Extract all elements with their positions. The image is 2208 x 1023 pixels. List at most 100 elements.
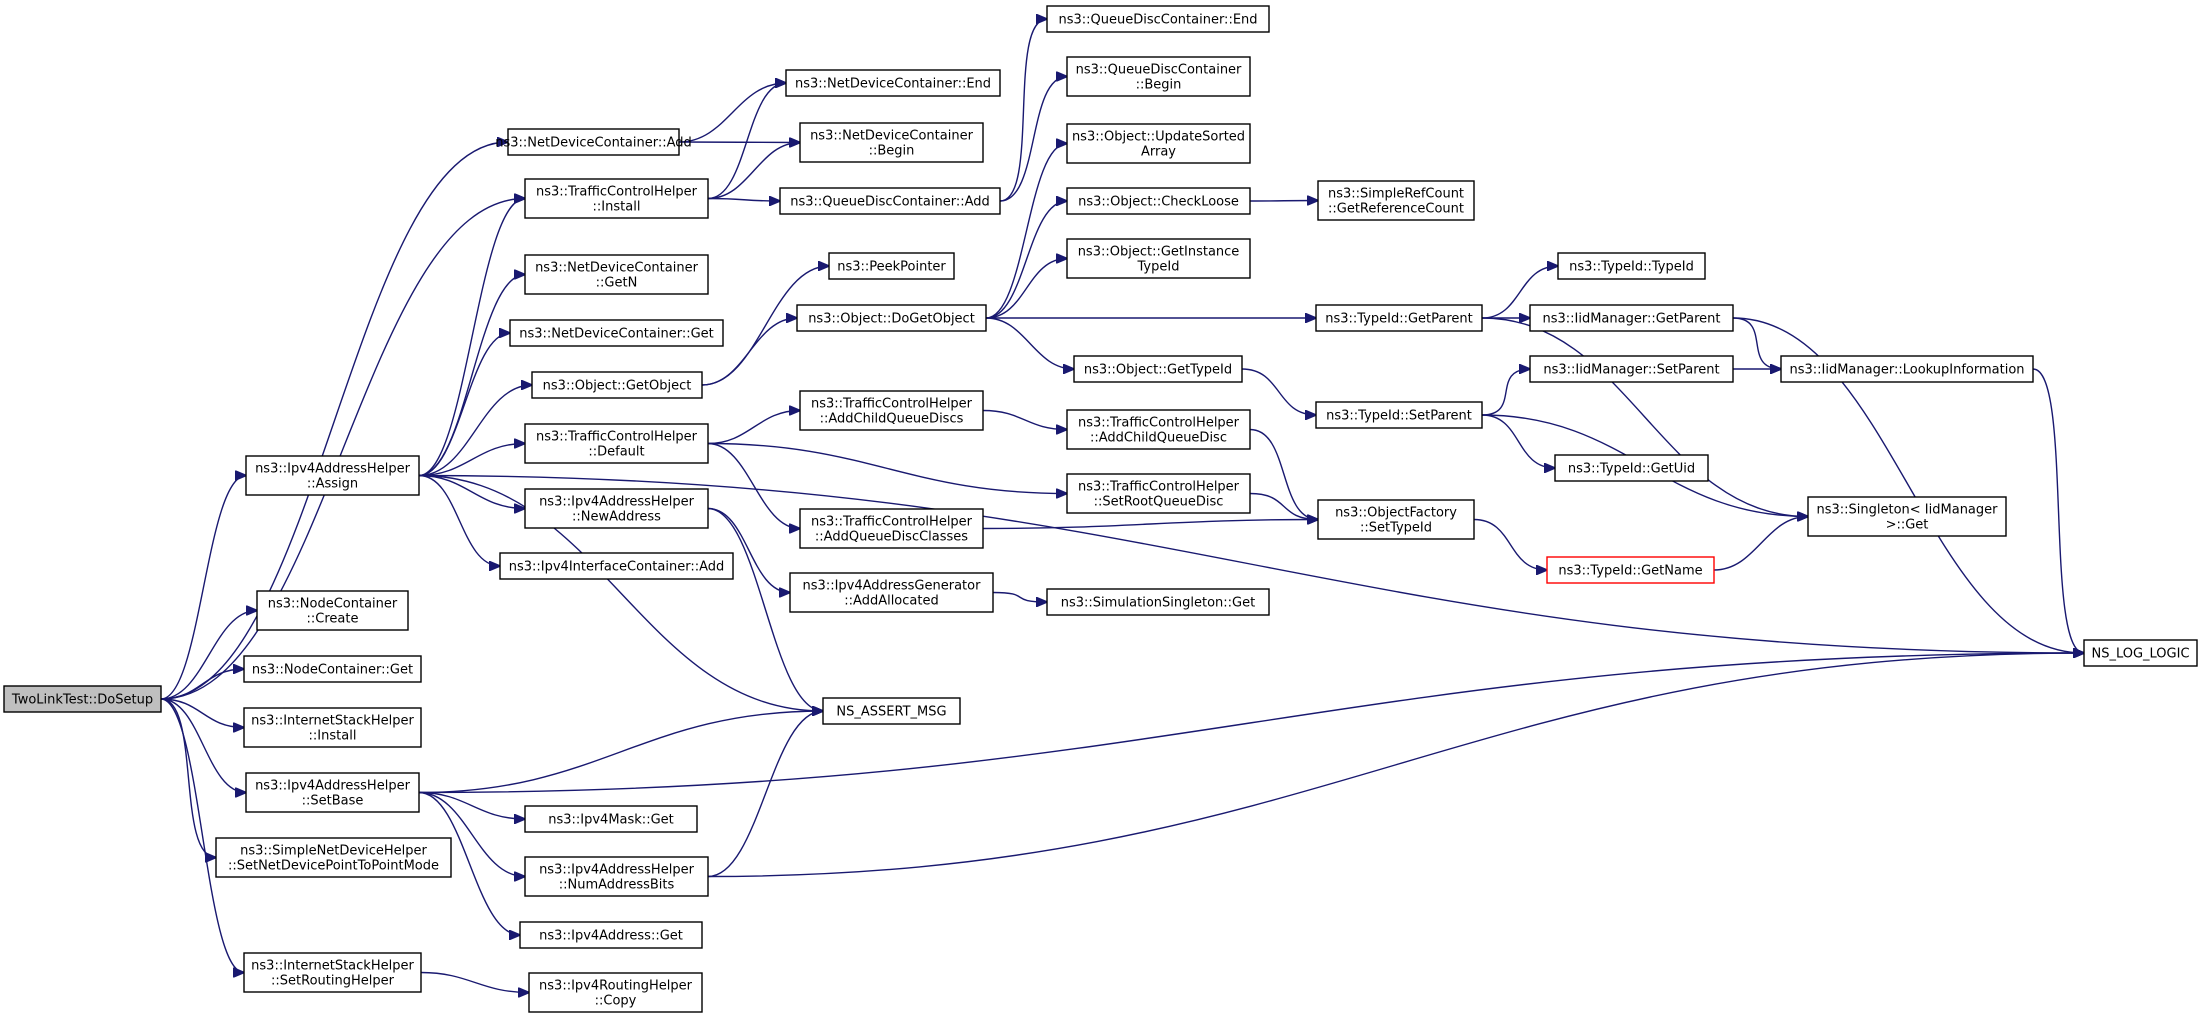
edge-root-to-nc-create	[160, 611, 257, 700]
node-label-ipv4mask-get: ns3::Ipv4Mask::Get	[548, 813, 674, 828]
node-ndc-getn[interactable]: ns3::NetDeviceContainer::GetN	[524, 254, 709, 295]
node-box-ipv4ah-newaddress	[524, 488, 709, 529]
node-label-typeid-getuid: ns3::TypeId::GetUid	[1568, 462, 1695, 477]
node-label-ipv4ah-setbase: ns3::Ipv4AddressHelper	[255, 779, 411, 794]
edge-qdc-add-to-qdc-begin	[999, 77, 1067, 202]
node-label-ndc-begin: ::Begin	[869, 144, 915, 159]
node-qdc-begin[interactable]: ns3::QueueDiscContainer::Begin	[1066, 56, 1251, 97]
node-box-ipv4ah-numbits	[524, 856, 709, 897]
node-tch-addchildqds[interactable]: ns3::TrafficControlHelper::AddChildQueue…	[799, 390, 984, 431]
node-label-singleton-get: >::Get	[1886, 518, 1929, 533]
node-label-ndc-end: ns3::NetDeviceContainer::End	[795, 77, 991, 92]
node-label-typeid-setparent: ns3::TypeId::SetParent	[1326, 409, 1472, 424]
node-typeid-getparent[interactable]: ns3::TypeId::GetParent	[1315, 304, 1483, 332]
node-ish-install[interactable]: ns3::InternetStackHelper::Install	[243, 707, 422, 748]
node-simsingleton-get[interactable]: ns3::SimulationSingleton::Get	[1046, 588, 1270, 616]
node-box-tch-addqdclasses	[799, 508, 984, 549]
node-ns-log-logic[interactable]: NS_LOG_LOGIC	[2083, 639, 2198, 667]
node-typeid-typeid[interactable]: ns3::TypeId::TypeId	[1557, 252, 1706, 280]
node-label-ndc-add: ns3::NetDeviceContainer::Add	[495, 136, 692, 151]
node-ipv4mask-get[interactable]: ns3::Ipv4Mask::Get	[524, 805, 698, 833]
node-qdc-end[interactable]: ns3::QueueDiscContainer::End	[1046, 5, 1270, 33]
edge-tch-addchildqds-to-tch-addchildqd	[982, 409, 1067, 430]
node-ipv4rh-copy[interactable]: ns3::Ipv4RoutingHelper::Copy	[528, 972, 703, 1013]
node-obj-gettypeid[interactable]: ns3::Object::GetTypeId	[1073, 355, 1243, 383]
node-qdc-add[interactable]: ns3::QueueDiscContainer::Add	[779, 187, 1001, 215]
node-box-iid-getparent	[1529, 304, 1734, 332]
node-label-ish-setrouting: ::SetRoutingHelper	[271, 974, 395, 989]
node-ipv4ah-setbase[interactable]: ns3::Ipv4AddressHelper::SetBase	[245, 772, 420, 813]
node-label-tch-addqdclasses: ns3::TrafficControlHelper	[811, 515, 973, 530]
edge-root-to-ndc-add	[160, 142, 508, 700]
node-ndc-add[interactable]: ns3::NetDeviceContainer::Add	[495, 128, 692, 156]
node-box-ndc-getn	[524, 254, 709, 295]
node-label-ipv4ah-newaddress: ::NewAddress	[572, 510, 661, 525]
node-nc-create[interactable]: ns3::NodeContainer::Create	[256, 590, 409, 631]
edge-ish-setrouting-to-ipv4rh-copy	[420, 971, 529, 993]
node-box-sndh-setp2p	[215, 837, 452, 878]
node-label-typeid-getparent: ns3::TypeId::GetParent	[1325, 312, 1473, 327]
node-box-ipv4ah-assign	[245, 455, 420, 496]
node-singleton-get[interactable]: ns3::Singleton< IidManager >::Get	[1807, 496, 2007, 537]
edge-tch-install-to-ndc-end	[707, 83, 786, 200]
node-ndc-begin[interactable]: ns3::NetDeviceContainer::Begin	[799, 122, 984, 163]
edge-obj-dogetobject-to-obj-gettypeid	[985, 317, 1074, 369]
node-tch-addqdclasses[interactable]: ns3::TrafficControlHelper::AddQueueDiscC…	[799, 508, 984, 549]
node-ipv4ah-newaddress[interactable]: ns3::Ipv4AddressHelper::NewAddress	[524, 488, 709, 529]
node-label-tch-setroot: ::SetRootQueueDisc	[1094, 495, 1224, 510]
node-ipv4ag-addallocated[interactable]: ns3::Ipv4AddressGenerator::AddAllocated	[789, 572, 994, 613]
node-box-ish-setrouting	[243, 952, 422, 993]
node-box-typeid-getname	[1546, 556, 1715, 584]
node-typeid-setparent[interactable]: ns3::TypeId::SetParent	[1315, 401, 1483, 429]
node-tch-default[interactable]: ns3::TrafficControlHelper::Default	[524, 423, 709, 464]
node-root[interactable]: TwoLinkTest::DoSetup	[3, 685, 162, 713]
node-peekpointer[interactable]: ns3::PeekPointer	[828, 252, 955, 280]
node-iid-setparent[interactable]: ns3::IidManager::SetParent	[1529, 355, 1734, 383]
node-obj-checkloose[interactable]: ns3::Object::CheckLoose	[1066, 187, 1251, 215]
node-box-peekpointer	[828, 252, 955, 280]
node-box-typeid-setparent	[1315, 401, 1483, 429]
node-label-sndh-setp2p: ::SetNetDevicePointToPointMode	[228, 859, 439, 874]
node-label-ipv4ah-setbase: ::SetBase	[302, 794, 364, 809]
node-typeid-getuid[interactable]: ns3::TypeId::GetUid	[1554, 454, 1709, 482]
node-tch-install[interactable]: ns3::TrafficControlHelper::Install	[524, 178, 709, 219]
node-iid-lookup[interactable]: ns3::IidManager::LookupInformation	[1780, 355, 2034, 383]
node-tch-addchildqd[interactable]: ns3::TrafficControlHelper::AddChildQueue…	[1066, 409, 1251, 450]
node-label-obj-checkloose: ns3::Object::CheckLoose	[1078, 195, 1239, 210]
node-box-obj-gettypeid	[1073, 355, 1243, 383]
node-nc-get[interactable]: ns3::NodeContainer::Get	[243, 655, 422, 683]
node-simplerefcount[interactable]: ns3::SimpleRefCount::GetReferenceCount	[1317, 180, 1475, 221]
node-ipv4ah-assign[interactable]: ns3::Ipv4AddressHelper::Assign	[245, 455, 420, 496]
node-label-ndc-get: ns3::NetDeviceContainer::Get	[519, 327, 714, 342]
node-objfactory-settypeid[interactable]: ns3::ObjectFactory::SetTypeId	[1317, 499, 1475, 540]
node-ndc-get[interactable]: ns3::NetDeviceContainer::Get	[509, 319, 724, 347]
node-label-tch-addchildqds: ::AddChildQueueDiscs	[820, 412, 964, 427]
node-box-typeid-getuid	[1554, 454, 1709, 482]
node-ndc-end[interactable]: ns3::NetDeviceContainer::End	[785, 69, 1001, 97]
node-box-qdc-end	[1046, 5, 1270, 33]
node-obj-dogetobject[interactable]: ns3::Object::DoGetObject	[796, 304, 987, 332]
node-box-objfactory-settypeid	[1317, 499, 1475, 540]
node-label-obj-dogetobject: ns3::Object::DoGetObject	[808, 312, 975, 327]
node-ipv4ah-numbits[interactable]: ns3::Ipv4AddressHelper::NumAddressBits	[524, 856, 709, 897]
node-label-ipv4ic-add: ns3::Ipv4InterfaceContainer::Add	[509, 560, 725, 575]
edge-objfactory-settypeid-to-typeid-getname	[1473, 518, 1547, 571]
node-ipv4ic-add[interactable]: ns3::Ipv4InterfaceContainer::Add	[499, 552, 734, 580]
node-ipv4addr-get[interactable]: ns3::Ipv4Address::Get	[519, 921, 703, 949]
node-sndh-setp2p[interactable]: ns3::SimpleNetDeviceHelper::SetNetDevice…	[215, 837, 452, 878]
node-ns-assert-msg[interactable]: NS_ASSERT_MSG	[822, 697, 961, 725]
node-obj-getobject[interactable]: ns3::Object::GetObject	[531, 371, 703, 399]
node-box-typeid-typeid	[1557, 252, 1706, 280]
edge-obj-gettypeid-to-typeid-setparent	[1241, 368, 1316, 415]
edge-ipv4ah-setbase-to-ns-assert-msg	[418, 711, 823, 794]
node-iid-getparent[interactable]: ns3::IidManager::GetParent	[1529, 304, 1734, 332]
node-ish-setrouting[interactable]: ns3::InternetStackHelper::SetRoutingHelp…	[243, 952, 422, 993]
node-label-simplerefcount: ::GetReferenceCount	[1328, 202, 1464, 217]
node-box-ndc-add	[507, 128, 680, 156]
node-typeid-getname[interactable]: ns3::TypeId::GetName	[1546, 556, 1715, 584]
node-tch-setroot[interactable]: ns3::TrafficControlHelper::SetRootQueueD…	[1066, 473, 1251, 514]
edge-ipv4ah-setbase-to-ipv4ah-numbits	[418, 791, 525, 877]
node-box-obj-checkloose	[1066, 187, 1251, 215]
